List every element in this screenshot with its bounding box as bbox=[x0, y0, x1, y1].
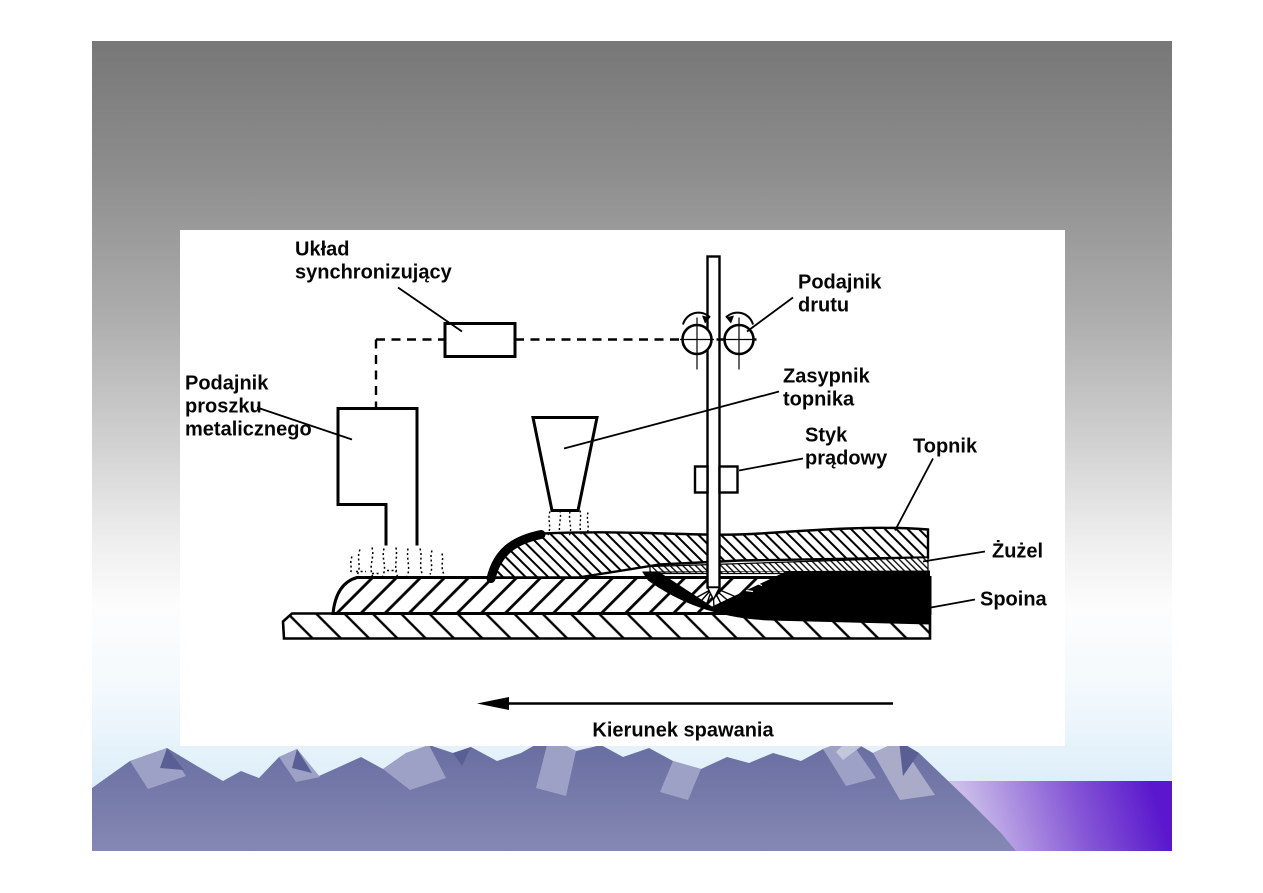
welding-direction-arrow bbox=[477, 697, 893, 710]
powder-feeder-shape bbox=[336, 407, 419, 546]
leader-line-slag bbox=[922, 550, 986, 563]
label-flux-hopper: Zasypnik bbox=[783, 366, 871, 388]
leader-line-contact bbox=[738, 457, 804, 472]
leader-lines bbox=[256, 286, 986, 609]
label-sync-unit-2: synchronizujący bbox=[295, 262, 453, 284]
leader-line-flux bbox=[894, 458, 934, 531]
leader-line-weld bbox=[930, 598, 976, 609]
flux-spray bbox=[547, 510, 589, 537]
weld-speckles bbox=[736, 582, 763, 593]
welding-diagram: Układ synchronizujący Podajnik proszku m… bbox=[185, 239, 1048, 742]
weld-shape bbox=[642, 570, 930, 625]
leader-line-powder-feeder bbox=[256, 406, 353, 441]
mountain-silhouette bbox=[92, 738, 1016, 851]
label-flux-hopper-2: topnika bbox=[783, 389, 855, 411]
label-flux: Topnik bbox=[913, 436, 978, 458]
sync-box-shape bbox=[443, 322, 517, 358]
diagram-labels: Układ synchronizujący Podajnik proszku m… bbox=[185, 239, 1048, 611]
leader-line-flux-hopper bbox=[563, 390, 780, 450]
flux-leading-edge bbox=[486, 530, 546, 583]
wire-feed-rollers bbox=[680, 311, 756, 370]
control-dashed-line bbox=[374, 338, 762, 408]
mountain-graphic bbox=[92, 738, 1172, 851]
label-current-contact-2: prądowy bbox=[805, 448, 888, 470]
label-wire-feeder: Podajnik bbox=[798, 272, 882, 294]
electrode-wire-shape bbox=[706, 255, 721, 589]
label-sync-unit: Układ bbox=[295, 239, 349, 261]
powder-spray bbox=[349, 547, 445, 578]
label-welding-direction: Kierunek spawania bbox=[592, 720, 774, 742]
leader-line-sync bbox=[397, 286, 463, 333]
label-slag: Żużel bbox=[992, 540, 1043, 563]
leader-line-wire-feeder bbox=[746, 296, 794, 333]
electrode-tip bbox=[706, 586, 721, 602]
diagram-panel: Układ synchronizujący Podajnik proszku m… bbox=[180, 230, 1065, 746]
current-contact-shape bbox=[693, 465, 739, 494]
label-wire-feeder-2: drutu bbox=[798, 295, 849, 317]
label-powder-feeder: Podajnik bbox=[185, 373, 269, 395]
label-weld: Spoina bbox=[980, 589, 1048, 611]
mountain-shadow-facets bbox=[160, 741, 919, 776]
label-current-contact: Styk bbox=[805, 425, 848, 447]
flux-hopper-shape bbox=[531, 416, 599, 512]
label-powder-feeder-3: metalicznego bbox=[185, 419, 312, 441]
slide-background: Układ synchronizujący Podajnik proszku m… bbox=[92, 41, 1172, 851]
label-powder-feeder-2: proszku bbox=[185, 396, 262, 418]
